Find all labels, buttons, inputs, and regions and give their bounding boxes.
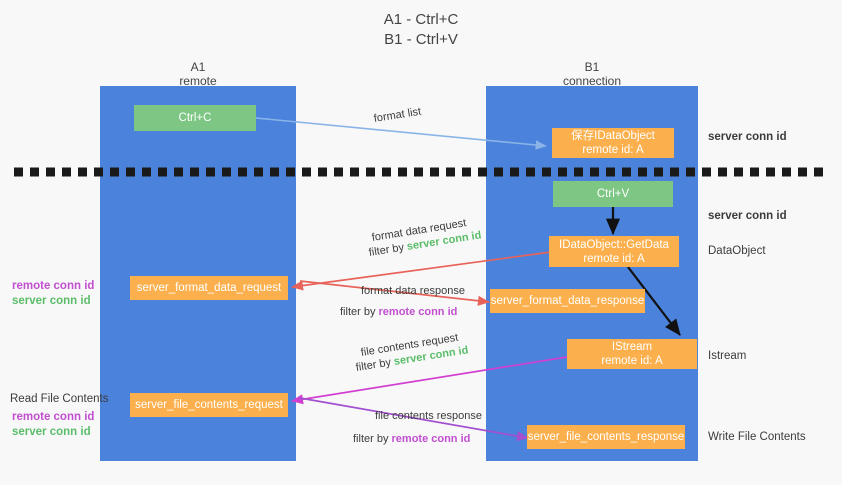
edge-label-format-data-response-title: format data response [361, 285, 465, 297]
node-server-file-contents-request-label: server_file_contents_request [135, 399, 283, 411]
node-server-format-data-response-label: server_format_data_response [490, 295, 645, 307]
arrow-getdata-to-istream [627, 266, 681, 336]
annotation-dataobject: DataObject [708, 245, 766, 257]
annotation-server-conn-id-2: server conn id [12, 426, 91, 438]
annotation-read-file-contents: Read File Contents [10, 393, 109, 405]
node-server-file-contents-response[interactable]: server_file_contents_response [527, 425, 685, 449]
arrow-file-contents-response [299, 397, 529, 442]
node-save-idataobject-line-1: 保存IDataObject [571, 130, 655, 142]
annotation-istream: Istream [708, 350, 747, 362]
page-title-line-2: B1 - Ctrl+V [384, 31, 458, 48]
filter-prefix: filter by [340, 306, 379, 318]
lane-header-a1-name: A1 [190, 60, 206, 74]
lane-header-b1: B1 connection [486, 60, 698, 88]
node-server-file-contents-response-label: server_file_contents_response [527, 431, 685, 443]
filter-key-remote-conn-id: remote conn id [378, 306, 458, 318]
annotation-remote-conn-id-1: remote conn id [12, 280, 95, 292]
node-idataobject-getdata[interactable]: IDataObject::GetData remote id: A [549, 236, 679, 267]
node-save-idataobject-line-2: remote id: A [582, 144, 644, 156]
node-server-format-data-request[interactable]: server_format_data_request [130, 276, 288, 300]
annotation-remote-conn-id-2: remote conn id [12, 411, 95, 423]
node-istream[interactable]: IStream remote id: A [567, 339, 697, 369]
node-save-idataobject[interactable]: 保存IDataObject remote id: A [552, 128, 674, 158]
node-ctrl-v[interactable]: Ctrl+V [553, 181, 673, 207]
node-server-file-contents-request[interactable]: server_file_contents_request [130, 393, 288, 417]
filter-prefix: filter by [353, 433, 392, 445]
node-idataobject-getdata-line-2: remote id: A [583, 252, 645, 265]
node-server-format-data-response[interactable]: server_format_data_response [490, 289, 645, 313]
annotation-write-file-contents: Write File Contents [708, 431, 806, 443]
arrow-format-list [255, 117, 547, 150]
page-title: A1 - Ctrl+C B1 - Ctrl+V [0, 10, 842, 50]
filter-key-remote-conn-id: remote conn id [391, 433, 471, 445]
edge-label-format-data-response-filter: filter by remote conn id [340, 305, 457, 320]
lane-header-a1: A1 remote [100, 60, 296, 88]
annotation-server-conn-id-top: server conn id [708, 131, 787, 143]
node-idataobject-getdata-line-1: IDataObject::GetData [559, 238, 669, 251]
node-server-format-data-request-label: server_format_data_request [136, 282, 282, 294]
lane-header-b1-name: B1 [584, 60, 600, 74]
annotation-server-conn-id-1: server conn id [12, 295, 91, 307]
lane-header-b1-sub: connection [562, 74, 622, 88]
node-istream-line-1: IStream [611, 341, 653, 353]
edge-label-file-contents-response-title: file contents response [375, 410, 483, 422]
edge-label-file-contents-response-filter: filter by remote conn id [353, 432, 470, 447]
annotation-left-conn-ids-file: remote conn id server conn id [12, 410, 94, 440]
lane-header-a1-sub: remote [179, 74, 217, 88]
annotation-left-conn-ids-format: remote conn id server conn id [12, 279, 94, 309]
arrow-file-contents-request [291, 356, 568, 405]
node-ctrl-c-label: Ctrl+C [178, 112, 212, 124]
arrow-format-data-request [291, 251, 552, 291]
node-istream-line-2: remote id: A [601, 355, 663, 367]
page-title-line-1: A1 - Ctrl+C [383, 11, 459, 28]
arrow-format-data-response [299, 280, 490, 306]
node-ctrl-c[interactable]: Ctrl+C [134, 105, 256, 131]
annotation-server-conn-id-mid: server conn id [708, 210, 787, 222]
node-ctrl-v-label: Ctrl+V [596, 188, 630, 200]
